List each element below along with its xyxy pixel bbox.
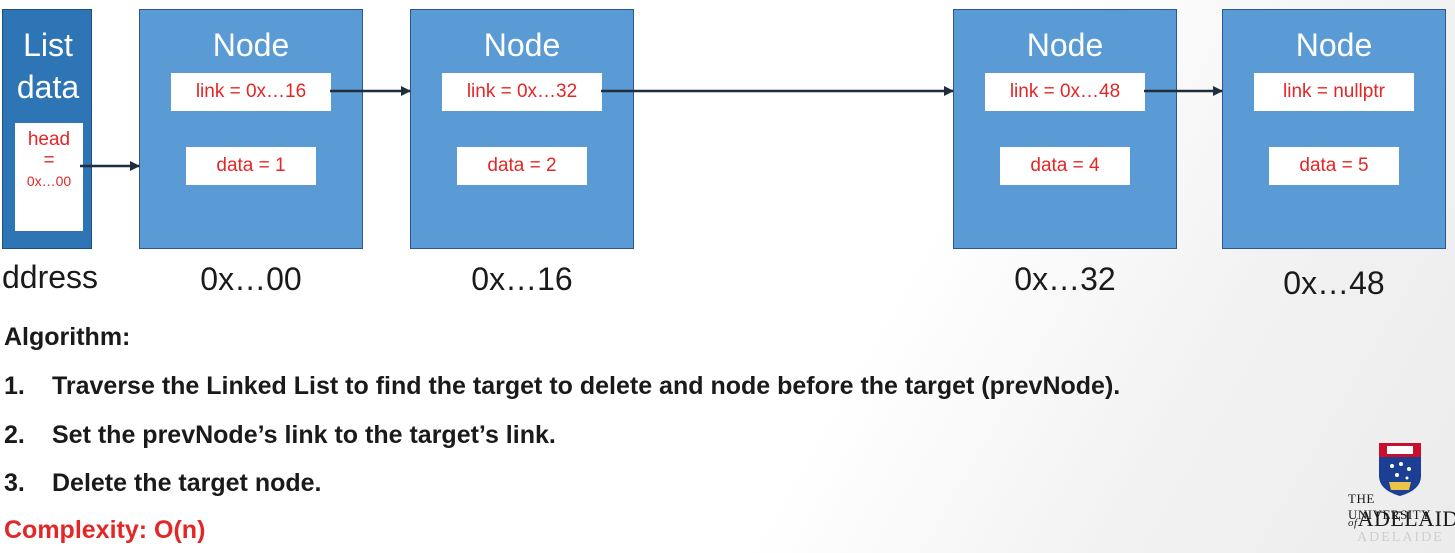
node-address: 0x…48 [1283, 265, 1385, 301]
node-3: Node link = 0x…48 data = 4 [953, 9, 1177, 249]
node-link-field: link = nullptr [1254, 73, 1414, 111]
step-text: Delete the target node. [52, 469, 322, 497]
step-text: Set the prevNode’s link to the target’s … [52, 421, 556, 449]
node-data-field: data = 5 [1269, 147, 1399, 185]
node-link-field: link = 0x…32 [442, 73, 602, 111]
logo-watermark: ADELAIDE [1357, 530, 1444, 545]
node-title: Node [212, 27, 290, 63]
step-text: Traverse the Linked List to find the tar… [52, 372, 1121, 400]
list-title-line2: data [16, 69, 80, 105]
node-data-field: data = 1 [186, 147, 316, 185]
node-link-field: link = 0x…48 [985, 73, 1145, 111]
node-address: 0x…00 [200, 261, 302, 297]
step-number: 3. [4, 469, 25, 497]
node-title: Node [483, 27, 561, 63]
step-number: 2. [4, 421, 25, 449]
algorithm-step: 3. Delete the target node. [4, 469, 322, 498]
head-equals: = [43, 150, 55, 171]
node-data-field: data = 4 [1000, 147, 1130, 185]
node-address: 0x…32 [1014, 261, 1116, 297]
logo-line1: THE UNIVERSITY [1348, 491, 1431, 522]
crest-icon [1379, 443, 1421, 496]
step-number: 1. [4, 372, 25, 400]
algorithm-step: 1. Traverse the Linked List to find the t… [4, 372, 1120, 401]
address-label: ddress [2, 259, 99, 295]
node-data-field: data = 2 [457, 147, 587, 185]
logo-line2: ofADELAIDE [1348, 506, 1455, 531]
node-address: 0x…16 [471, 261, 573, 297]
head-value: 0x…00 [26, 173, 72, 189]
node-4: Node link = nullptr data = 5 [1222, 9, 1446, 249]
list-data-title: List data [3, 24, 93, 108]
list-data-box: List data head = 0x…00 [2, 9, 92, 249]
node-link-field: link = 0x…16 [171, 73, 331, 111]
list-title-line1: List [23, 27, 73, 63]
node-title: Node [1026, 27, 1104, 63]
node-title: Node [1295, 27, 1373, 63]
algorithm-title: Algorithm: [4, 323, 131, 351]
head-label: head [27, 129, 71, 150]
university-logo: THE UNIVERSITY ofADELAIDE ADELAIDE [1345, 440, 1455, 553]
complexity-label: Complexity: O(n) [4, 516, 206, 544]
node-2: Node link = 0x…32 data = 2 [410, 9, 634, 249]
head-pointer-box: head = 0x…00 [15, 123, 83, 231]
node-1: Node link = 0x…16 data = 1 [139, 9, 363, 249]
algorithm-step: 2. Set the prevNode’s link to the target’… [4, 421, 556, 450]
